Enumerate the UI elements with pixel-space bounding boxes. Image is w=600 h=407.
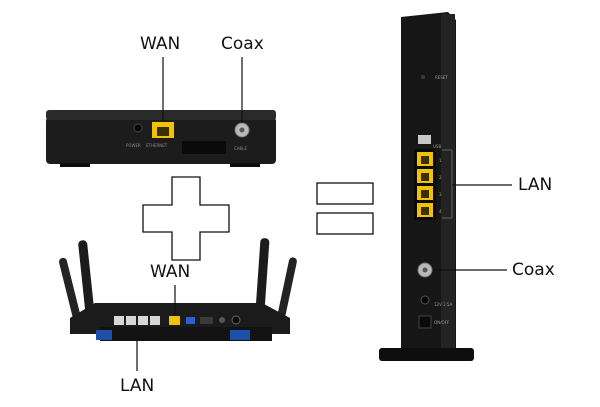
router-lan-port-1 <box>114 316 124 325</box>
antenna-3 <box>255 238 270 319</box>
modem-ethernet-port-hole <box>157 127 169 136</box>
router-foot-right-blue <box>230 330 250 340</box>
router-wan-port <box>169 316 180 325</box>
modem-coax-label: Coax <box>221 34 264 54</box>
antenna-2 <box>59 257 82 323</box>
gateway-usb-port <box>418 135 431 144</box>
modem-foot-left <box>60 163 90 167</box>
gateway-port-number-4: 4 <box>439 209 442 214</box>
router-lan-label: LAN <box>120 376 155 396</box>
router-base <box>100 327 272 341</box>
gateway-coax-label: Coax <box>512 260 555 280</box>
router-usb3-port <box>186 317 195 324</box>
modem-label-panel <box>182 141 226 154</box>
gateway-power-caption: 12V 2.5A <box>434 302 452 307</box>
gateway-port-number-3: 3 <box>439 192 442 197</box>
modem-router-gateway: RESET USB 1 2 3 4 12V 2.5A ON/OFF <box>379 12 512 361</box>
gateway-lan-hole-1 <box>421 156 429 164</box>
modem-coax-pin <box>239 127 245 133</box>
cable-modem <box>46 57 276 167</box>
router-lan-port-2 <box>126 316 136 325</box>
router-reset-button <box>219 317 225 323</box>
gateway-lan-block <box>414 149 436 220</box>
modem-foot-right <box>230 163 260 167</box>
modem-power-jack <box>133 123 143 133</box>
equals-sign-top <box>316 182 374 205</box>
gateway-port-number-1: 1 <box>439 158 442 163</box>
gateway-lan-hole-3 <box>421 190 429 198</box>
equals-sign-bottom <box>316 212 374 235</box>
modem-ethernet-caption: ETHERNET <box>146 143 168 148</box>
antenna-4 <box>276 257 297 323</box>
gateway-stand <box>379 348 474 361</box>
router-lan-port-3 <box>138 316 148 325</box>
modem-power-caption: POWER <box>126 143 141 148</box>
modem-cable-caption: CABLE <box>234 146 248 151</box>
gateway-port-number-2: 2 <box>439 175 442 180</box>
gateway-reset-caption: RESET <box>435 75 448 80</box>
router-power-jack <box>231 315 241 325</box>
gateway-usb-caption: USB <box>433 144 441 149</box>
antenna-1 <box>78 240 95 319</box>
gateway-lan-hole-2 <box>421 173 429 181</box>
gateway-power-jack <box>420 295 430 305</box>
router-esata-port <box>200 317 213 324</box>
gateway-reset-hole <box>421 75 425 79</box>
gateway-onoff-switch <box>418 315 432 329</box>
gateway-coax-pin <box>422 267 428 273</box>
router-wan-label: WAN <box>150 262 191 282</box>
wireless-router <box>59 238 297 371</box>
gateway-onoff-caption: ON/OFF <box>434 320 450 325</box>
plus-sign <box>142 176 230 261</box>
gateway-side-panel <box>441 14 455 350</box>
gateway-lan-label: LAN <box>518 175 553 195</box>
router-foot-left-blue <box>96 330 112 340</box>
router-lan-port-4 <box>150 316 160 325</box>
modem-top-edge <box>46 110 276 120</box>
gateway-lan-hole-4 <box>421 207 429 215</box>
modem-wan-label: WAN <box>140 34 181 54</box>
